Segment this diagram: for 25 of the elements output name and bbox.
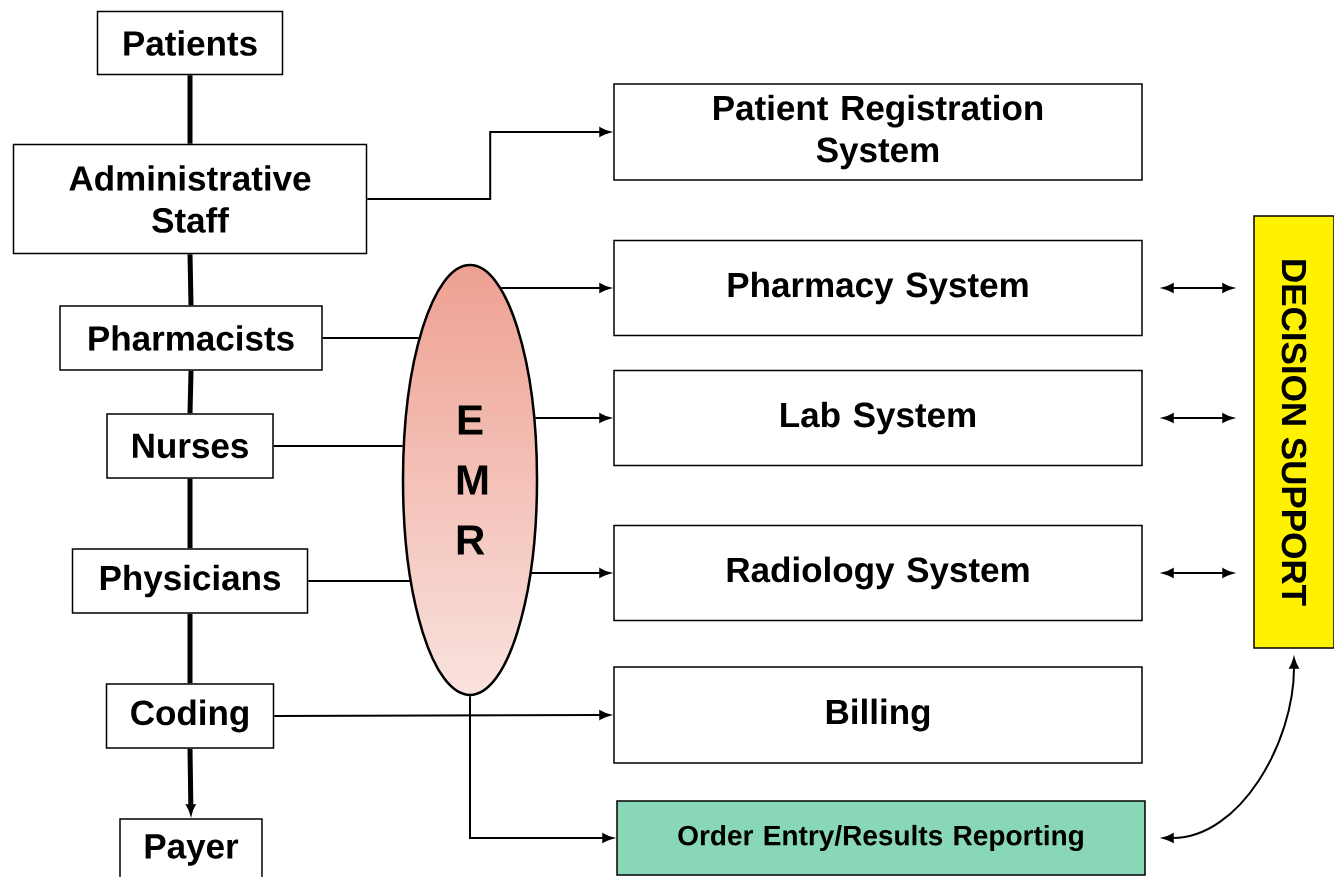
arrow <box>1162 413 1234 423</box>
process-box: Pharmacy System <box>613 239 1143 337</box>
arrow <box>534 413 611 423</box>
decision-support-bar: DECISION SUPPORT <box>1253 215 1334 649</box>
process-box: Pharmacists <box>59 305 323 371</box>
arrow <box>1162 283 1234 293</box>
arrow <box>366 127 611 200</box>
arrow <box>186 748 196 815</box>
process-box: Payer <box>119 818 263 877</box>
arrow <box>469 695 614 843</box>
process-box: Radiology System <box>613 524 1143 622</box>
process-box: Nurses <box>106 413 274 479</box>
process-box: Patients <box>96 10 284 76</box>
arrow <box>500 283 611 293</box>
process-box: Order Entry/Results Reporting <box>616 800 1146 876</box>
arrow <box>530 568 611 578</box>
process-box: Lab System <box>613 369 1143 467</box>
process-box: Patient Registration System <box>613 83 1143 181</box>
process-box: Billing <box>613 666 1143 764</box>
arrow <box>1162 657 1299 843</box>
arrow <box>1162 568 1234 578</box>
process-box: Physicians <box>71 548 309 614</box>
process-box: Administrative Staff <box>12 143 368 255</box>
arrow <box>273 710 611 720</box>
process-box: Coding <box>105 683 275 749</box>
